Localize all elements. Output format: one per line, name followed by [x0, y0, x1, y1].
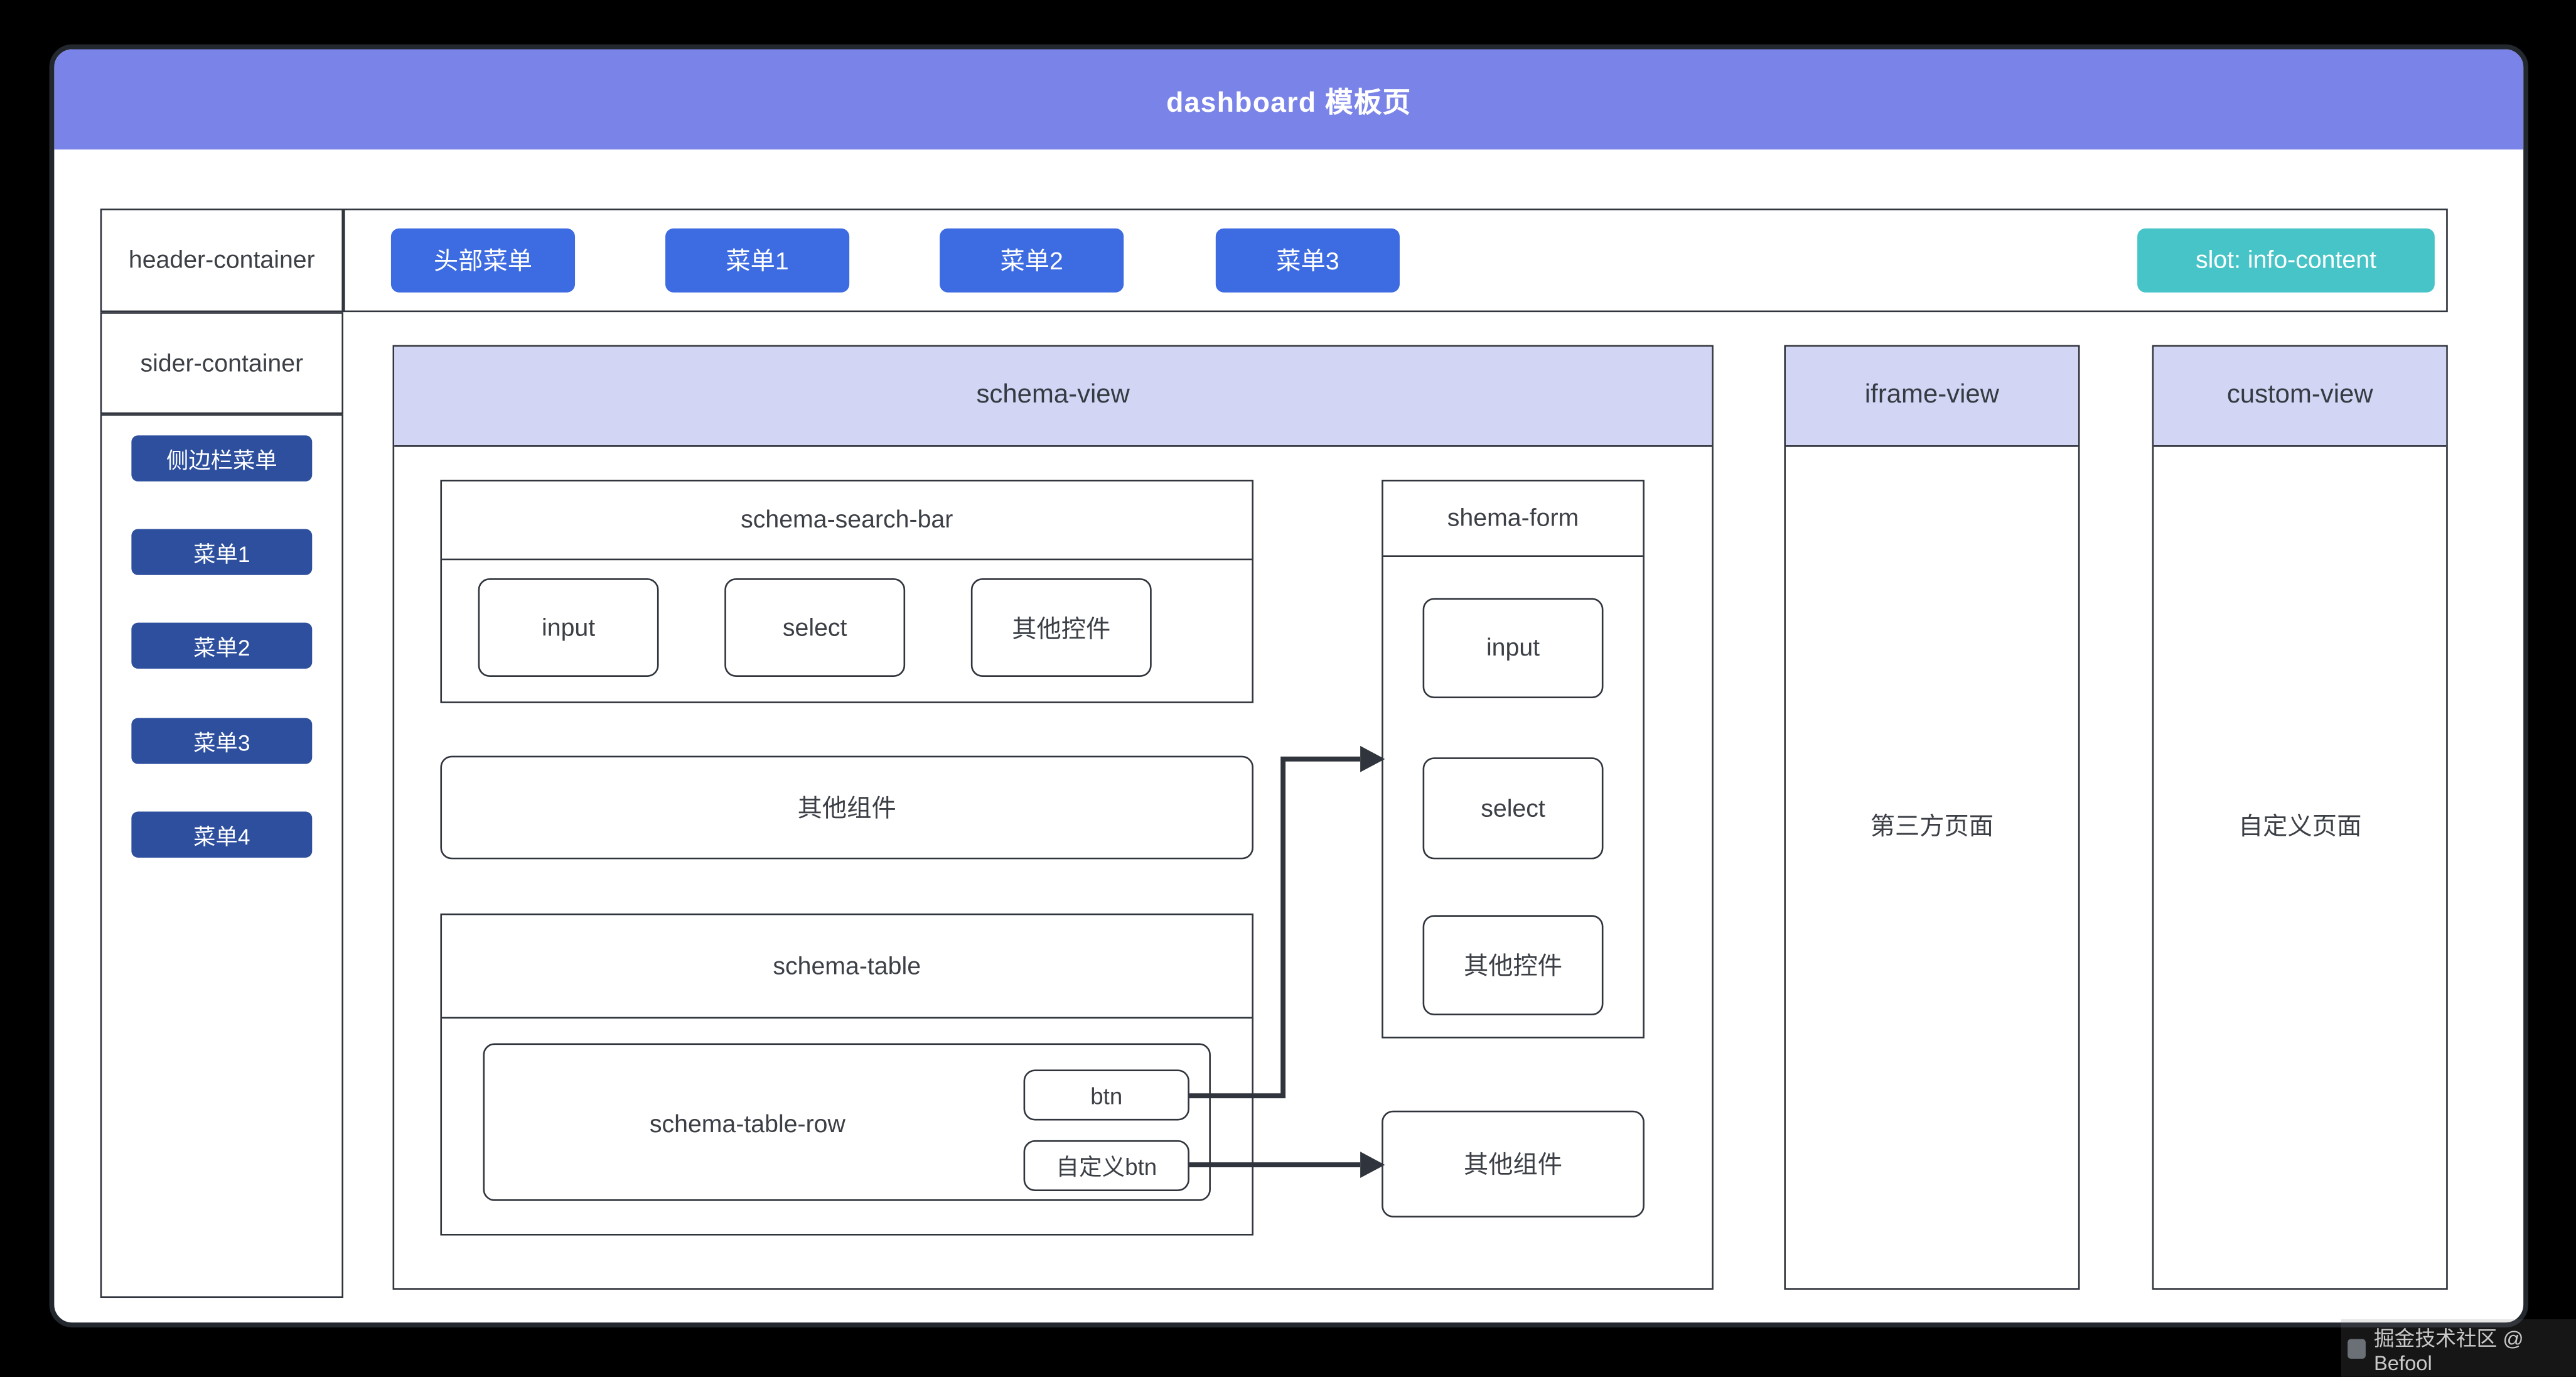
sider-menu-2-button[interactable]: 菜单2	[131, 622, 313, 669]
form-input-control[interactable]: input	[1422, 598, 1604, 699]
iframe-view-content: 第三方页面	[1870, 812, 1994, 841]
table-row-btn[interactable]: btn	[1023, 1069, 1189, 1121]
page-title: dashboard 模板页	[1166, 87, 1412, 119]
custom-view-content: 自定义页面	[2238, 812, 2362, 841]
iframe-view-panel: iframe-view	[1784, 345, 2080, 1290]
sider-menu-3-button[interactable]: 菜单3	[131, 718, 313, 764]
search-input-control[interactable]: input	[478, 578, 659, 677]
other-component-box: 其他组件	[440, 755, 1253, 860]
slot-info-content-button[interactable]: slot: info-content	[2137, 228, 2435, 293]
search-select-control[interactable]: select	[724, 578, 906, 677]
page-title-bar: dashboard 模板页	[54, 49, 2524, 150]
shema-form-title: shema-form	[1383, 482, 1643, 557]
header-menu-main-button[interactable]: 头部菜单	[390, 228, 576, 293]
form-other-control[interactable]: 其他控件	[1422, 915, 1604, 1015]
iframe-view-title: iframe-view	[1786, 347, 2078, 447]
schema-view-title: schema-view	[394, 347, 1712, 447]
custom-view-title: custom-view	[2154, 347, 2447, 447]
schema-table-title: schema-table	[442, 915, 1252, 1019]
watermark-text: 掘金技术社区 @ Befool	[2373, 1327, 2524, 1376]
sider-menu-main-button[interactable]: 侧边栏菜单	[131, 435, 313, 482]
form-select-control[interactable]: select	[1422, 757, 1604, 860]
table-row-custom-btn[interactable]: 自定义btn	[1023, 1140, 1189, 1191]
sider-menu-1-button[interactable]: 菜单1	[131, 529, 313, 575]
sider-menu-4-button[interactable]: 菜单4	[131, 811, 313, 858]
sider-container-label: sider-container	[100, 312, 344, 414]
schema-table-row-label: schema-table-row	[649, 1110, 845, 1138]
juejin-logo-icon	[2348, 1338, 2366, 1358]
header-container-label: header-container	[100, 208, 344, 313]
header-menu-3-button[interactable]: 菜单3	[1215, 228, 1400, 293]
header-menu-2-button[interactable]: 菜单2	[940, 228, 1124, 293]
schema-search-bar-title: schema-search-bar	[442, 482, 1252, 561]
watermark: 掘金技术社区 @ Befool	[2341, 1319, 2576, 1377]
form-other-component-box: 其他组件	[1382, 1110, 1645, 1218]
custom-view-panel: custom-view	[2152, 345, 2448, 1290]
header-menu-1-button[interactable]: 菜单1	[665, 228, 850, 293]
search-other-control[interactable]: 其他控件	[970, 578, 1152, 677]
